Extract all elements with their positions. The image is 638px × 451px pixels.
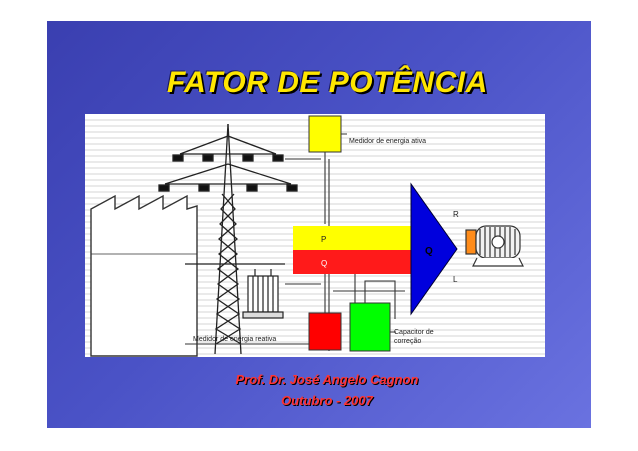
l-label: L [453,275,458,284]
reactive-meter [308,312,342,351]
p-bar [293,226,411,250]
slide: FATOR DE POTÊNCIA [47,21,591,428]
slide-title: FATOR DE POTÊNCIA [167,66,488,99]
capacitor [349,302,391,352]
power-factor-diagram: Medidor de energia ativa P Q Q R L [85,114,545,357]
date-line: Outubro - 2007 [281,393,373,408]
active-meter-label: Medidor de energia ativa [349,138,426,145]
reactive-flow-arrow [410,182,458,316]
transformer-icon [242,269,284,319]
transmission-tower-icon [158,123,298,355]
factory-icon [90,194,198,357]
arrow-label: Q [425,246,433,257]
author-line: Prof. Dr. José Angelo Cagnon [235,372,419,387]
capacitor-label-line2: correção [394,338,421,345]
motor-coupling [465,229,477,255]
active-meter [308,115,342,153]
q-bar [293,250,411,274]
diagram-svg: Medidor de energia ativa P Q Q R L [85,115,545,357]
motor-icon [465,225,524,267]
r-label: R [453,210,459,219]
reactive-meter-label: Medidor de energia reativa [193,336,276,343]
capacitor-label-line1: Capacitor de [394,329,434,336]
p-bar-label: P [321,235,326,244]
q-bar-label: Q [321,259,327,268]
